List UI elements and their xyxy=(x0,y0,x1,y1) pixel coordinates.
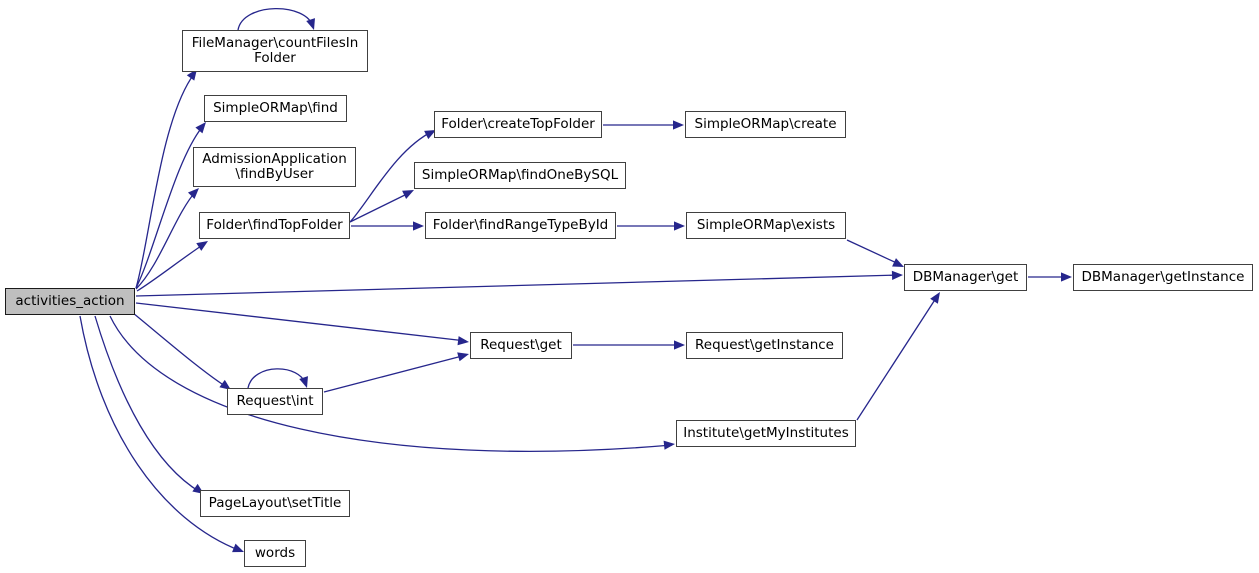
graph-edge xyxy=(135,125,204,289)
graph-node-label: Institute\getMyInstitutes xyxy=(683,425,849,441)
graph-node-words[interactable]: words xyxy=(244,540,306,567)
edge-arrowhead xyxy=(306,18,315,30)
graph-node-label: words xyxy=(254,545,296,561)
graph-edge xyxy=(109,315,673,452)
graph-node-simpleormap-find[interactable]: SimpleORMap\find xyxy=(204,95,347,122)
edge-arrowhead xyxy=(402,190,414,199)
graph-edge xyxy=(136,243,205,292)
graph-edge xyxy=(79,315,242,552)
graph-edge xyxy=(135,190,197,290)
graph-edge xyxy=(323,354,467,393)
graph-node-dbmanager-get[interactable]: DBManager\get xyxy=(904,264,1027,291)
edge-arrowhead xyxy=(457,336,469,346)
edge-arrowhead xyxy=(196,241,208,251)
graph-node-request-getinstance[interactable]: Request\getInstance xyxy=(686,332,843,359)
graph-edge xyxy=(846,239,902,266)
graph-edge xyxy=(132,312,229,389)
edge-arrowhead xyxy=(413,221,424,231)
graph-edge xyxy=(856,294,939,421)
graph-edge xyxy=(135,302,467,342)
graph-node-findonebysql[interactable]: SimpleORMap\findOneBySQL xyxy=(414,162,626,189)
graph-node-label: PageLayout\setTitle xyxy=(208,495,342,511)
edge-arrowhead xyxy=(663,440,675,450)
graph-node-label: Folder\findRangeTypeById xyxy=(432,217,609,233)
graph-edge xyxy=(247,368,307,389)
graph-node-label: Request\getInstance xyxy=(695,337,834,353)
graph-node-findrangetypebyid[interactable]: Folder\findRangeTypeById xyxy=(425,212,616,239)
graph-node-label: Folder\createTopFolder xyxy=(441,116,595,132)
edge-arrowhead xyxy=(1061,272,1072,282)
graph-node-getmyinstitutes[interactable]: Institute\getMyInstitutes xyxy=(676,420,856,447)
graph-node-request-get[interactable]: Request\get xyxy=(470,332,572,359)
graph-node-label: SimpleORMap\create xyxy=(694,116,837,132)
edge-arrowhead xyxy=(891,270,903,280)
graph-edge xyxy=(349,130,434,223)
edge-arrowhead xyxy=(674,221,685,231)
graph-node-label: Request\get xyxy=(480,337,562,353)
graph-edge xyxy=(237,8,314,31)
edge-arrowhead xyxy=(674,340,685,350)
graph-node-simpleormap-create[interactable]: SimpleORMap\create xyxy=(685,111,846,138)
graph-node-createtopfolder[interactable]: Folder\createTopFolder xyxy=(434,111,602,138)
graph-node-dbmanager-getinstance[interactable]: DBManager\getInstance xyxy=(1073,264,1253,291)
graph-edge xyxy=(94,315,201,493)
edge-arrowhead xyxy=(299,376,308,388)
edge-arrowhead xyxy=(673,120,684,130)
edge-arrowhead xyxy=(424,130,436,140)
graph-node-activities-action[interactable]: activities_action xyxy=(5,288,135,315)
graph-node-countfilesinfolder[interactable]: FileManager\countFilesIn Folder xyxy=(182,30,368,72)
edge-arrowhead xyxy=(232,543,244,553)
graph-node-findtopfolder[interactable]: Folder\findTopFolder xyxy=(199,212,350,239)
graph-node-label: AdmissionApplication \findByUser xyxy=(202,151,347,182)
graph-node-label: SimpleORMap\findOneBySQL xyxy=(421,167,619,183)
graph-edge xyxy=(349,191,412,223)
edge-arrowhead xyxy=(457,352,469,362)
edge-arrowhead xyxy=(219,379,231,390)
graph-node-label: FileManager\countFilesIn Folder xyxy=(191,35,359,66)
graph-edge xyxy=(135,274,901,297)
edge-arrowhead xyxy=(892,258,904,267)
edge-arrowhead xyxy=(187,188,199,200)
graph-node-label: activities_action xyxy=(15,293,125,309)
graph-node-label: SimpleORMap\find xyxy=(213,100,338,116)
graph-node-simpleormap-exists[interactable]: SimpleORMap\exists xyxy=(686,212,846,239)
graph-node-request-int[interactable]: Request\int xyxy=(227,388,323,415)
graph-node-settitle[interactable]: PageLayout\setTitle xyxy=(200,490,350,517)
edge-arrowhead xyxy=(930,292,940,304)
graph-node-label: DBManager\getInstance xyxy=(1081,269,1245,285)
graph-node-label: Request\int xyxy=(236,393,314,409)
graph-node-admissionapplication[interactable]: AdmissionApplication \findByUser xyxy=(193,147,356,187)
edge-arrowhead xyxy=(195,122,206,134)
graph-node-label: DBManager\get xyxy=(912,269,1019,285)
graph-edge xyxy=(135,73,195,289)
graph-node-label: SimpleORMap\exists xyxy=(696,217,836,233)
graph-node-label: Folder\findTopFolder xyxy=(206,217,343,233)
